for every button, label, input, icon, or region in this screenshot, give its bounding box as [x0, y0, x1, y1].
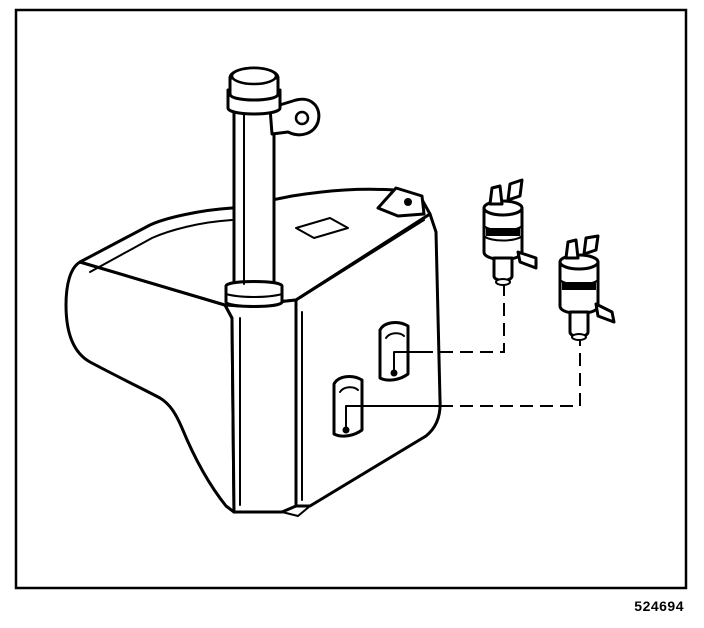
leader-rear-solid: [345, 405, 441, 429]
pump-rear-inlet-tip: [571, 333, 587, 341]
reservoir-mounting-tab: [376, 186, 426, 218]
pump-front-outlet: [516, 250, 538, 270]
leader-rear-dashed: [440, 340, 581, 407]
reservoir-left-body: [64, 260, 236, 514]
pump-rear-connector: [564, 238, 580, 260]
pump-front-terminal: [506, 178, 524, 202]
washer-pump-front: [482, 178, 538, 286]
leader-front-dashed: [420, 284, 505, 353]
reservoir-front-face: [223, 298, 298, 514]
reservoir-right-face: [294, 212, 442, 508]
pump-front-seal: [486, 228, 520, 236]
reservoir-bottom-corner: [281, 505, 311, 517]
pump-socket-upper-inner: [385, 332, 405, 339]
pump-socket-lower-port: [342, 426, 350, 434]
filler-neck-collar-line: [225, 293, 283, 298]
washer-fluid-reservoir: [64, 186, 442, 517]
filler-neck-tube: [232, 102, 276, 294]
pump-rear-outlet: [594, 302, 616, 324]
mounting-tab-hole: [404, 198, 412, 206]
washer-pump-rear: [558, 234, 616, 341]
reservoir-label-recess: [295, 217, 349, 239]
filler-neck-bracket: [268, 97, 321, 137]
bracket-bolt-hole: [294, 110, 310, 126]
pump-rear-terminal: [582, 234, 600, 256]
filler-neck: [224, 66, 321, 308]
pump-socket-lower-inner: [339, 386, 359, 393]
pump-rear-seal: [562, 282, 596, 290]
pump-front-band-2: [483, 235, 523, 242]
installation-leader-lines: [345, 284, 581, 429]
figure-number: 524694: [634, 598, 684, 614]
diagram-frame: [14, 8, 688, 590]
filler-cap-face: [230, 66, 278, 86]
leader-front-solid: [393, 351, 421, 373]
reservoir-top-rim: [299, 219, 425, 299]
reservoir-top-edge: [89, 219, 233, 273]
pump-front-inlet: [492, 256, 514, 282]
pump-front-connector: [488, 184, 504, 206]
filler-neck-base-collar: [224, 280, 284, 308]
pump-rear-inlet: [568, 310, 590, 338]
